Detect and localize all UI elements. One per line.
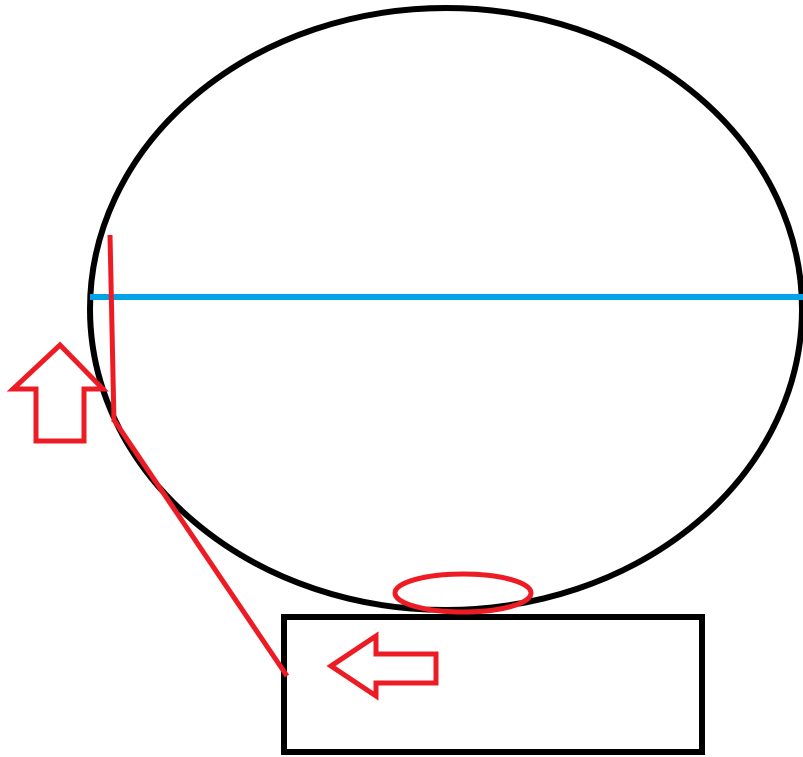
up-arrow-icon [6,341,109,444]
vertical-reference-line [107,234,117,423]
ball-circle [87,5,803,613]
slanted-reference-line [111,418,290,678]
contact-point-marker [392,571,534,615]
base-box [281,614,705,755]
left-arrow-icon [326,631,439,701]
